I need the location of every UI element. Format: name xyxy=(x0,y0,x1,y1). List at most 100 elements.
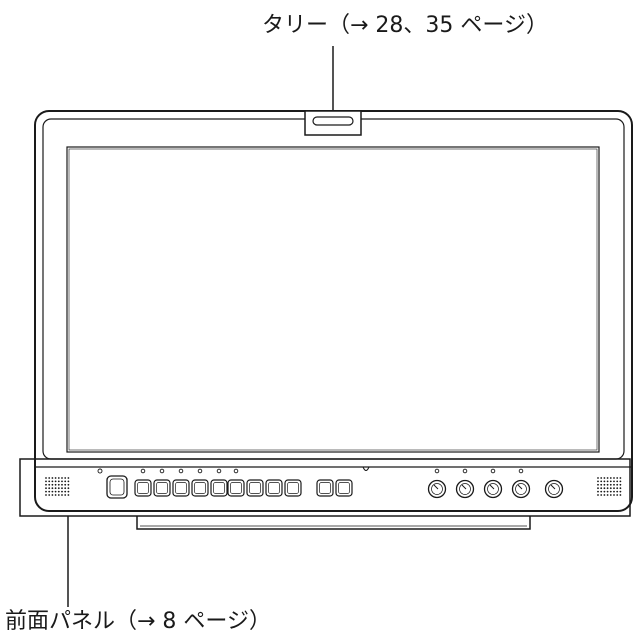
speaker-hole xyxy=(600,483,603,486)
function-button-face xyxy=(338,482,350,494)
speaker-hole xyxy=(616,483,619,486)
speaker-hole xyxy=(619,477,622,479)
function-button-face xyxy=(319,482,331,494)
speaker-hole xyxy=(609,494,612,496)
function-button[interactable] xyxy=(210,479,228,497)
button-indicator xyxy=(216,468,222,474)
speaker-hole xyxy=(54,480,57,483)
speaker-hole xyxy=(600,477,603,479)
speaker-hole xyxy=(67,483,70,486)
function-button[interactable] xyxy=(227,479,245,497)
speaker-hole xyxy=(45,483,47,486)
function-button[interactable] xyxy=(191,479,209,497)
function-button-face xyxy=(213,482,225,494)
speaker-hole xyxy=(61,494,63,496)
speaker-hole xyxy=(51,480,54,483)
speaker-hole xyxy=(48,490,51,493)
adjust-knob-inner xyxy=(487,483,499,495)
function-button[interactable] xyxy=(246,479,264,497)
speaker-hole xyxy=(54,483,57,486)
speaker-hole xyxy=(57,483,60,486)
speaker-hole xyxy=(51,483,54,486)
function-button-face xyxy=(287,482,299,494)
adjust-knob[interactable] xyxy=(483,479,503,499)
speaker-hole xyxy=(64,483,67,486)
adjust-knobs xyxy=(427,468,564,499)
speaker-hole xyxy=(606,483,609,486)
function-button[interactable] xyxy=(335,479,353,497)
adjust-knob-inner xyxy=(515,483,527,495)
button-indicator xyxy=(178,468,184,474)
speaker-hole xyxy=(597,480,599,483)
speaker-hole xyxy=(51,477,54,479)
speaker-hole xyxy=(616,490,619,493)
speaker-hole xyxy=(67,490,70,493)
knob-indicator xyxy=(434,468,440,474)
speaker-hole xyxy=(61,483,63,486)
speaker-hole xyxy=(600,490,603,493)
function-button[interactable] xyxy=(316,479,334,497)
knob-pointer xyxy=(489,484,495,490)
speaker-hole xyxy=(619,487,622,490)
speaker-hole xyxy=(67,487,70,490)
speaker-hole xyxy=(609,487,612,490)
speaker-hole xyxy=(64,480,67,483)
speaker-hole xyxy=(597,494,599,496)
knob-indicator xyxy=(490,468,496,474)
speaker-hole xyxy=(45,487,47,490)
speaker-hole xyxy=(603,483,606,486)
function-button[interactable] xyxy=(265,479,283,497)
monitor-bezel xyxy=(34,110,633,512)
speaker-hole xyxy=(48,480,51,483)
speaker-hole xyxy=(613,490,615,493)
speaker-hole xyxy=(45,480,47,483)
speaker-hole xyxy=(597,487,599,490)
function-button[interactable] xyxy=(153,479,171,497)
speaker-hole xyxy=(606,480,609,483)
screen xyxy=(66,146,600,453)
speaker-hole xyxy=(619,494,622,496)
speaker-hole xyxy=(616,494,619,496)
function-button-face xyxy=(137,482,149,494)
speaker-hole xyxy=(616,487,619,490)
function-button[interactable] xyxy=(172,479,190,497)
speaker-hole xyxy=(67,477,70,479)
knob-indicator xyxy=(518,468,524,474)
speaker-hole xyxy=(609,477,612,479)
speaker-hole xyxy=(613,483,615,486)
tally-housing xyxy=(304,110,362,136)
speaker-hole xyxy=(57,494,60,496)
speaker-hole xyxy=(51,494,54,496)
speaker-hole xyxy=(609,480,612,483)
function-button[interactable] xyxy=(134,479,152,497)
power-button-inner xyxy=(109,478,125,496)
speaker-hole xyxy=(45,490,47,493)
knob-pointer xyxy=(461,484,467,490)
adjust-knob[interactable] xyxy=(427,479,447,499)
power-button[interactable] xyxy=(106,475,128,499)
speaker-hole xyxy=(597,483,599,486)
adjust-knob-inner xyxy=(548,483,560,495)
adjust-knob[interactable] xyxy=(455,479,475,499)
screen-inner xyxy=(68,148,598,451)
front-panel-callout-label: 前面パネル（→ 8 ページ） xyxy=(5,609,271,634)
speaker-hole xyxy=(64,494,67,496)
function-button[interactable] xyxy=(284,479,302,497)
speaker-hole xyxy=(57,477,60,479)
speaker-hole xyxy=(603,477,606,479)
speaker-hole xyxy=(619,490,622,493)
speaker-hole xyxy=(48,477,51,479)
speaker-hole xyxy=(603,480,606,483)
speaker-hole xyxy=(67,480,70,483)
adjust-knob[interactable] xyxy=(544,479,564,499)
speaker-hole xyxy=(603,487,606,490)
speaker-hole xyxy=(613,487,615,490)
speaker-hole xyxy=(57,480,60,483)
speaker-grille-left xyxy=(45,477,70,496)
adjust-knob[interactable] xyxy=(511,479,531,499)
speaker-hole xyxy=(613,477,615,479)
knob-pointer xyxy=(433,484,439,490)
function-button-face xyxy=(194,482,206,494)
speaker-hole xyxy=(61,477,63,479)
speaker-hole xyxy=(606,490,609,493)
